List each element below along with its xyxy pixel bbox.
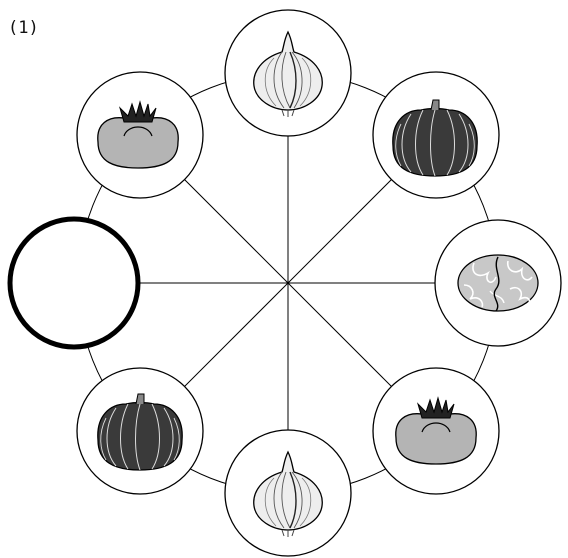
node-right xyxy=(434,219,562,347)
node-left xyxy=(7,216,141,350)
cabbage-icon xyxy=(457,254,539,312)
node-top-left xyxy=(76,71,204,199)
node-bottom-left xyxy=(76,367,204,495)
problem-label: (1) xyxy=(8,18,39,38)
node-top xyxy=(224,9,352,137)
node-top-right xyxy=(372,71,500,199)
node-bottom-right xyxy=(372,367,500,495)
node-bottom xyxy=(224,429,352,557)
blank-answer-circle[interactable] xyxy=(7,216,141,350)
